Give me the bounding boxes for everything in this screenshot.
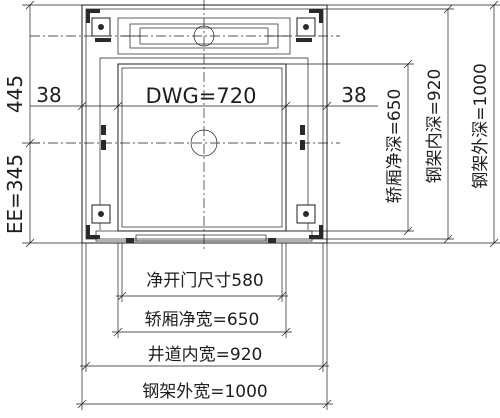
ee-label: EE=345 [3,154,27,234]
steel-frame-outline [81,4,328,244]
bottom-dimensions: 净开门尺寸580 轿厢净宽=650 井道内宽=920 钢架外宽=1000 [76,243,333,410]
corner-bracket-top-right [296,9,323,42]
dwg-label: DWG=720 [146,84,257,108]
hoistway-depth-label: 钢架内深=920 [425,69,445,184]
door-opening-label: 净开门尺寸580 [146,271,263,291]
corner-bracket-top-left [86,9,111,42]
car-net-depth-label: 轿厢净深=650 [385,89,405,204]
door-sill [81,230,328,260]
right-dimensions: 轿厢净深=650 钢架内深=920 钢架外深=1000 [286,0,500,248]
right-offset-label: 38 [341,83,366,107]
dwg-dimension: DWG=720 38 38 [30,83,378,114]
frame-outer-width-label: 钢架外宽=1000 [142,382,268,402]
left-dimensions: 445 EE=345 [3,0,82,248]
frame-outer-depth-label: 钢架外深=1000 [471,63,491,189]
corner-bracket-bottom-right [296,204,323,239]
centre-marks [30,0,340,252]
hoistway-width-label: 井道内宽=920 [148,345,263,365]
guide-shoe-markers [101,125,305,150]
car-net-width-label: 轿厢净宽=650 [145,310,260,330]
left-offset-label: 38 [36,83,61,107]
dimension-445-label: 445 [3,75,27,113]
corner-bracket-bottom-left [86,204,111,239]
